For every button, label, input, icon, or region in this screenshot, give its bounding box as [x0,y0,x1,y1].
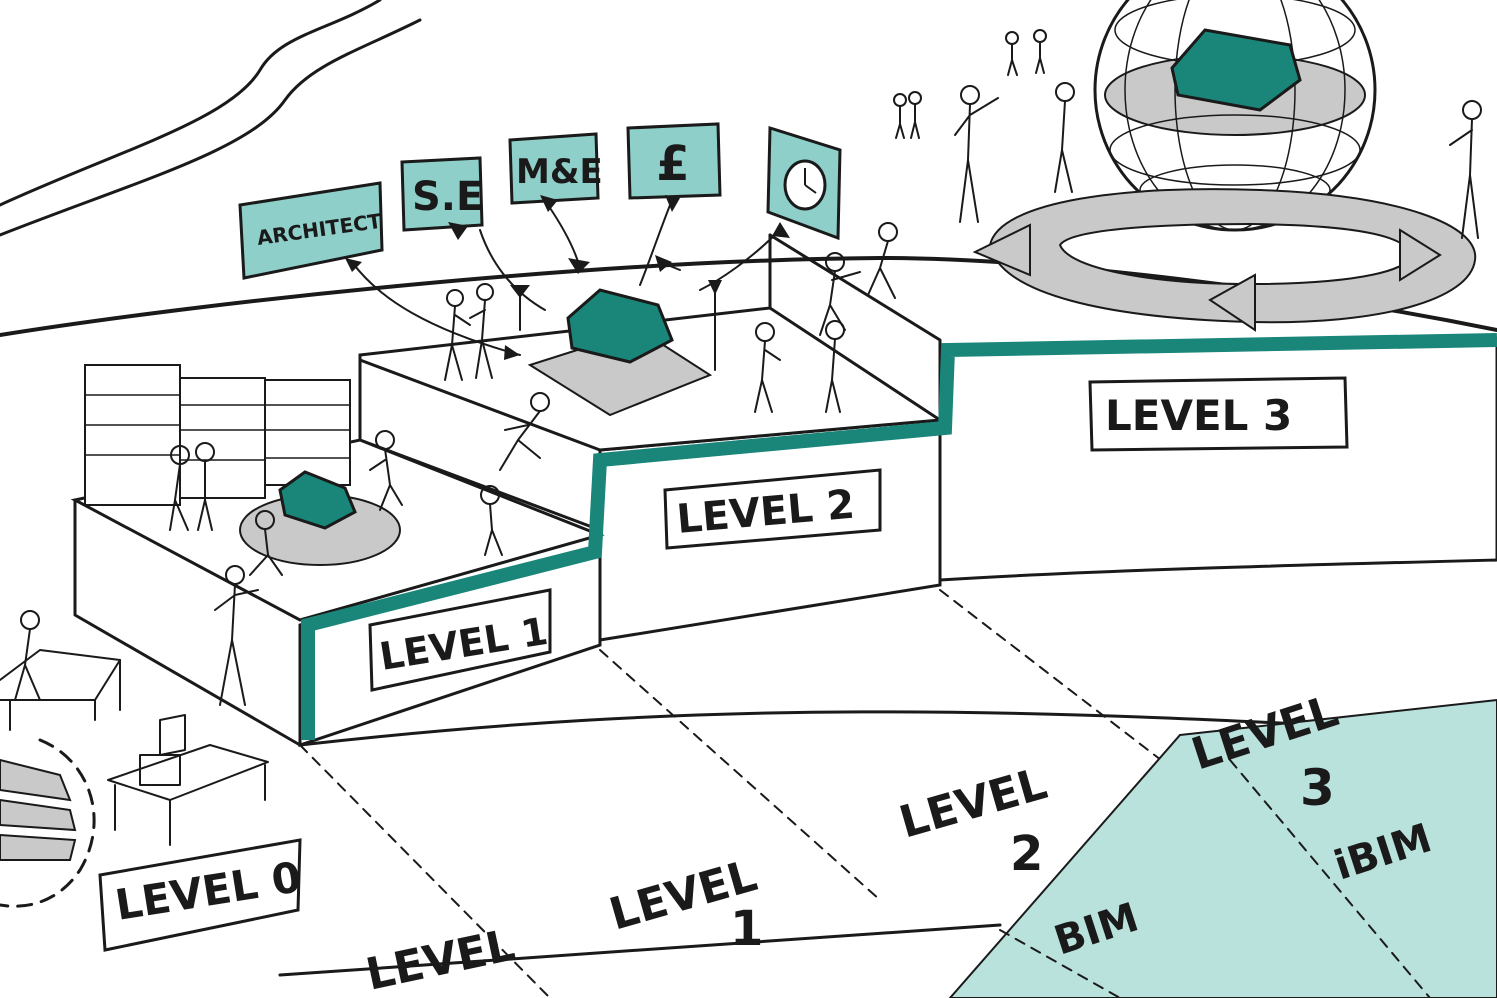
pound-board: £ [626,122,722,200]
level2-sign: LEVEL 2 [663,468,882,550]
architect-board: ARCHITECT [238,181,384,280]
cycle-arrow-icon [1399,228,1442,282]
person-figure [1033,29,1047,74]
level3-floor-zone [948,698,1497,998]
floor-level3-number: 3 [1300,759,1335,817]
house-model-icon [1170,28,1302,112]
floor-level1-number: 1 [730,901,763,957]
clock-board [766,125,842,241]
person-figure [893,93,907,139]
clock-icon [783,159,827,211]
people-figures [14,29,1482,706]
person-figure [867,222,898,299]
person-figure [819,252,861,336]
person-figure [469,283,494,379]
person-figure [480,485,503,556]
road-line [0,18,422,237]
level1-block-side [73,498,302,747]
se-label: S.E [412,174,483,220]
floor-divider [299,744,551,998]
documents-stack-icon [0,738,96,908]
person-figure [1054,82,1075,193]
person-figure [195,442,215,531]
cycle-arrow-icon [972,223,1031,277]
floor-level1: LEVEL 1 [604,850,763,957]
me-board: M&E [508,132,603,205]
person-figure [369,430,403,511]
person-figure [214,565,259,706]
progression-step-line [301,333,1497,740]
person-figure [249,510,283,576]
floor-divider [939,589,1201,791]
desk-icon [0,649,269,846]
person-figure [754,322,781,413]
floor-divider [599,649,881,901]
se-board: S.E [400,156,484,232]
floor-level0-word: LEVEL [362,920,520,998]
floor-level2-number: 2 [1010,826,1043,882]
person-figure [1005,31,1019,76]
level3-label: LEVEL 3 [1105,391,1292,440]
level3-sign: LEVEL 3 [1088,376,1349,452]
floor-level2: LEVEL 2 [894,758,1052,882]
person-figure [14,610,41,701]
road-line [0,0,382,207]
floor-line [278,923,1002,977]
person-figure [169,445,190,531]
floor-divider [999,929,1121,998]
house-model-icon [566,288,674,364]
person-figure [499,392,550,471]
bookcase-icon [84,364,351,506]
house-model-icon [278,470,357,530]
person-figure [908,91,922,139]
person-figure [954,85,999,223]
floor-divider [1229,759,1431,998]
person-figure [1449,100,1482,239]
pound-label: £ [656,136,689,192]
level0-sign: LEVEL 0 [98,838,305,952]
person-figure [444,289,471,381]
level3-plateau [938,336,1497,582]
globe-icon [1093,0,1377,232]
floor-level0: LEVEL [362,920,520,998]
arrowheads [345,195,790,360]
cycle-arrow-icon [1208,273,1256,332]
me-label: M&E [516,152,603,192]
cycle-ring [972,188,1477,332]
